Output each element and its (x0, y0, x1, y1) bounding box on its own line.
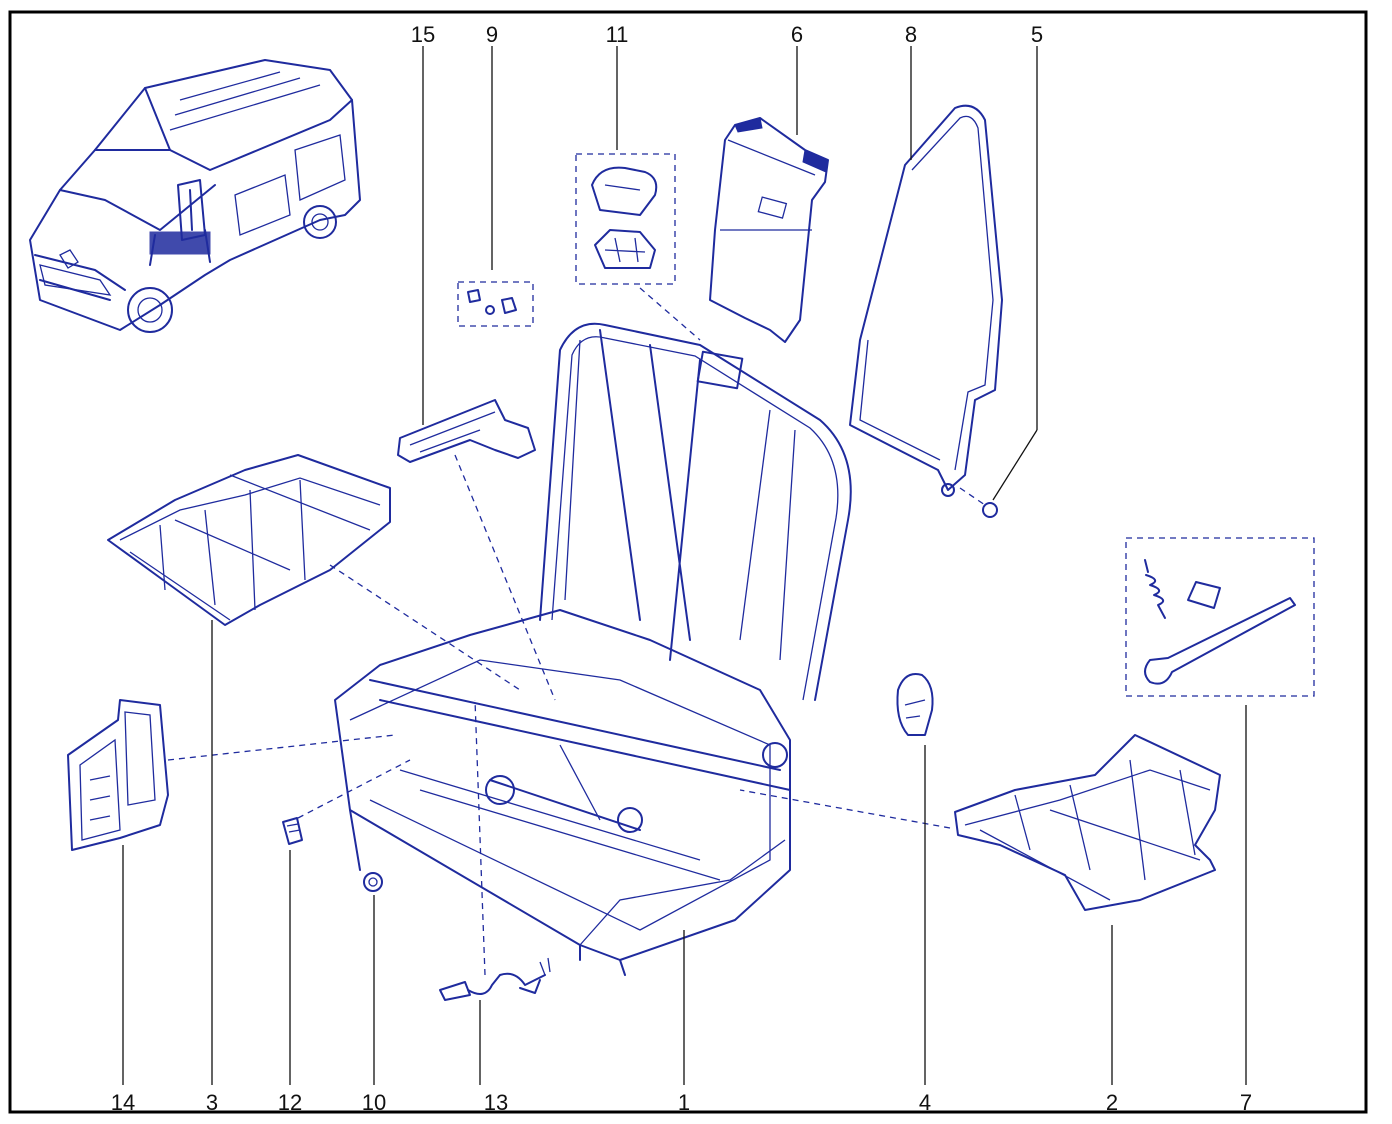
part-12-clip (282, 817, 303, 845)
callout-3: 3 (206, 1090, 218, 1115)
part-11-headrest-guide-set (575, 153, 676, 285)
renault-logo-icon (59, 249, 79, 269)
callout-14: 14 (111, 1090, 135, 1115)
callouts-bottom: 14 3 12 10 13 1 4 2 7 (111, 1090, 1252, 1115)
callout-4: 4 (919, 1090, 931, 1115)
part-13-wiring-harness (439, 957, 551, 1001)
callout-12: 12 (278, 1090, 302, 1115)
leader-lines (122, 46, 1247, 1085)
callout-9: 9 (486, 22, 498, 47)
part-4-recliner-knob (896, 673, 934, 736)
part-3-cushion-frame (107, 454, 391, 626)
callout-1: 1 (678, 1090, 690, 1115)
assembly-lines (167, 287, 951, 976)
callout-10: 10 (362, 1090, 386, 1115)
callout-6: 6 (791, 22, 803, 47)
callout-8: 8 (905, 22, 917, 47)
callout-7: 7 (1240, 1090, 1252, 1115)
part-1-seat-frame (334, 322, 852, 976)
van-illustration (29, 59, 361, 333)
callouts-top: 15 9 11 6 8 5 (411, 22, 1043, 47)
part-15-trim-panel (397, 399, 536, 463)
diagram-frame (8, 10, 1368, 1114)
part-9-clip-set (457, 281, 534, 327)
part-7-spring-kit (1125, 537, 1315, 697)
part-5-bolt (959, 487, 998, 518)
part-2-cushion-frame (954, 734, 1221, 911)
callout-2: 2 (1106, 1090, 1118, 1115)
callout-5: 5 (1031, 22, 1043, 47)
callout-11: 11 (606, 22, 629, 47)
callout-13: 13 (484, 1090, 508, 1115)
part-8-backrest-tube (849, 104, 1003, 497)
part-6-backrest-panel (709, 117, 829, 343)
van-seat-highlight (149, 179, 211, 266)
part-14-side-cover (67, 699, 169, 851)
part-10-grommet (363, 872, 383, 892)
callout-15: 15 (411, 22, 435, 47)
